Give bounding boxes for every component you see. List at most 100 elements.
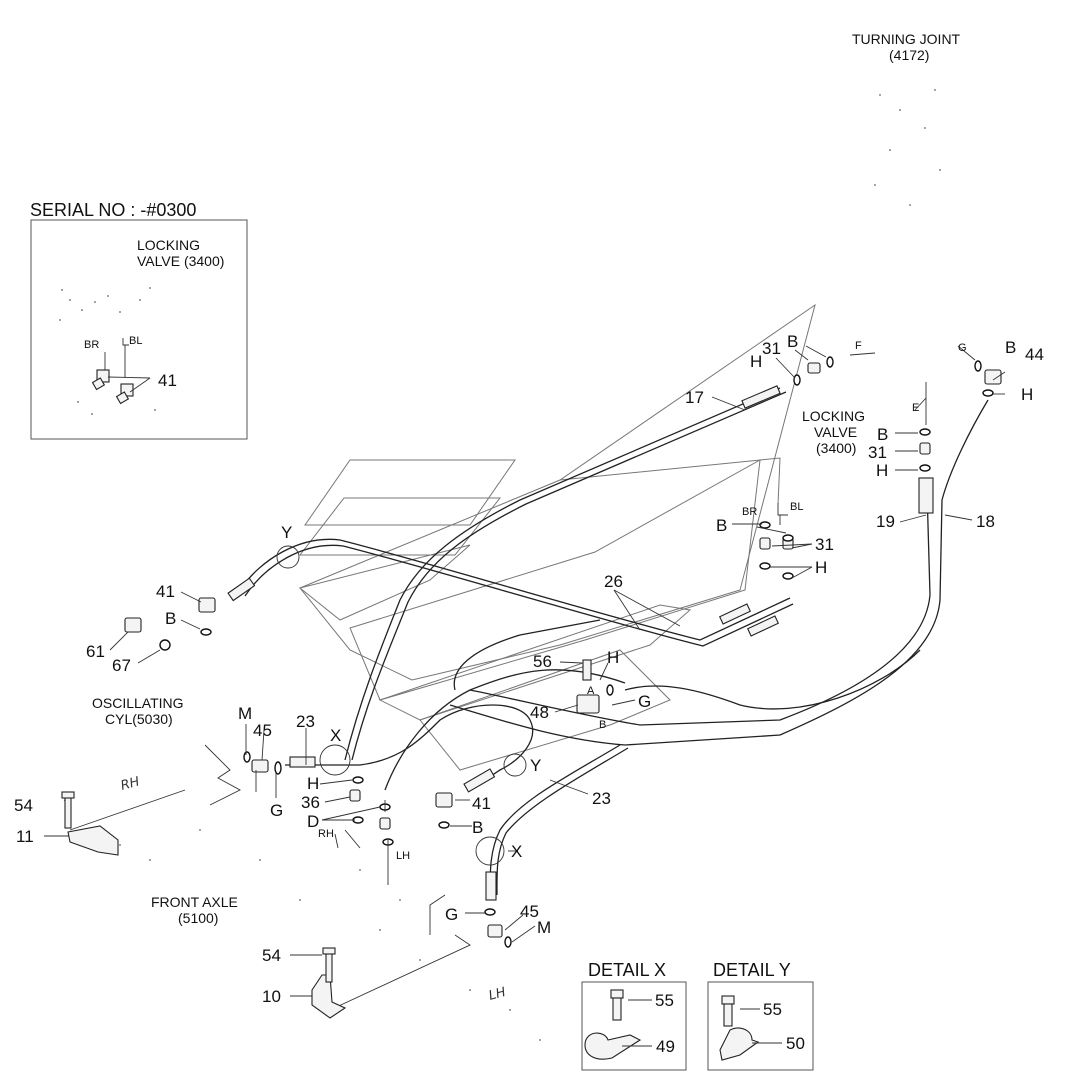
oscillating-cyl-label-2: CYL(5030) — [105, 711, 173, 727]
callout-b-44: B — [1005, 338, 1016, 357]
adapter-31-top — [807, 362, 821, 374]
callout-41-left: 41 — [156, 582, 175, 601]
hoses — [239, 387, 989, 896]
callout-31-mid: 31 — [815, 535, 834, 554]
port-rh: RH — [318, 828, 334, 840]
callout-26: 26 — [604, 572, 623, 591]
callout-18: 18 — [976, 512, 995, 531]
front-axle-label-2: (5100) — [178, 910, 218, 926]
inset-valve-label-2: VALVE (3400) — [137, 253, 224, 269]
callout-h-left: H — [307, 774, 319, 793]
turning-joint-code: (4172) — [889, 47, 929, 63]
detail-x-bolt-shank — [612, 997, 622, 1021]
hose-23-front — [285, 704, 534, 791]
leader-lines — [44, 345, 1006, 997]
detail-x-leaders — [622, 999, 652, 1047]
callout-67: 67 — [112, 656, 131, 675]
fittings — [124, 362, 1002, 938]
adapter-31-right — [919, 442, 931, 455]
callout-m-left: M — [238, 704, 252, 723]
port-g: G — [958, 342, 967, 354]
inset-valve-sketch — [59, 287, 156, 415]
chassis-frame-outline — [298, 303, 816, 771]
inset-port-leaders — [104, 338, 129, 378]
detail-y-callout-55: 55 — [763, 1000, 782, 1019]
port-b: B — [599, 719, 606, 731]
callout-61: 61 — [86, 642, 105, 661]
inset-elbow-fitting-br — [91, 369, 110, 391]
detail-markers — [276, 545, 527, 866]
callout-45-left: 45 — [253, 721, 272, 740]
callout-10: 10 — [262, 987, 281, 1006]
callout-23-left: 23 — [296, 712, 315, 731]
callout-11: 11 — [16, 827, 34, 846]
elbow-44 — [984, 369, 1002, 385]
callout-h-48: H — [607, 648, 619, 667]
locking-valve-code: (3400) — [816, 440, 856, 456]
adapter-31-br — [759, 537, 771, 550]
inset-callout-41: 41 — [158, 371, 177, 390]
callout-54-left: 54 — [14, 796, 33, 815]
hose-26-upper — [239, 538, 791, 641]
inset-panel: SERIAL NO : -#0300 LOCKING VALVE (3400) … — [30, 200, 248, 440]
bracket-10 — [311, 947, 347, 1019]
inset-bl-label: BL — [129, 335, 142, 347]
axle-speckle — [119, 829, 541, 1041]
callout-h-right: H — [876, 461, 888, 480]
detail-y-clamp — [719, 1027, 760, 1061]
hose-sleeves — [227, 385, 934, 901]
callout-31-right: 31 — [868, 443, 887, 462]
front-axle-label-1: FRONT AXLE — [151, 894, 238, 910]
callout-b-top: B — [787, 332, 798, 351]
elbow-41-left — [198, 597, 216, 613]
port-bl: BL — [790, 501, 803, 513]
callout-31-top: 31 — [762, 339, 781, 358]
callout-b-right: B — [877, 425, 888, 444]
callout-b-left: B — [165, 609, 176, 628]
callout-g-bottom: G — [445, 905, 458, 924]
turning-joint-ghost — [874, 89, 941, 206]
callout-labels: LOCKING VALVE (3400) OSCILLATING CYL(503… — [14, 332, 1044, 1006]
callout-54-bottom: 54 — [262, 946, 281, 965]
block-48 — [576, 694, 600, 714]
hose-17 — [344, 387, 781, 761]
callout-h-top: H — [750, 352, 762, 371]
detail-y-frame — [707, 981, 814, 1071]
inset-valve-label-1: LOCKING — [137, 237, 200, 253]
hose-loop — [453, 619, 601, 691]
callout-b-center: B — [472, 818, 483, 837]
hose-26-lower — [244, 544, 794, 647]
detail-y: DETAIL Y 55 50 — [707, 960, 814, 1071]
port-a: A — [587, 685, 595, 697]
detail-x-callout-49: 49 — [656, 1037, 675, 1056]
adapter-36-a — [349, 789, 361, 802]
callout-h-mid: H — [815, 558, 827, 577]
callout-h-44: H — [1021, 385, 1033, 404]
detail-y-bolt-head — [721, 995, 735, 1005]
axle-rh-mark: RH — [119, 774, 141, 793]
axle-ghost — [69, 744, 541, 1041]
callout-45-bottom: 45 — [520, 902, 539, 921]
axle-lh-mark: LH — [487, 985, 508, 1004]
callout-23-right: 23 — [592, 789, 611, 808]
bolt-61 — [124, 617, 142, 633]
hose-link-48 — [384, 669, 626, 791]
detail-x: DETAIL X 55 49 — [581, 960, 687, 1071]
locking-valve-label-1: LOCKING — [802, 408, 865, 424]
callout-x-left: X — [330, 726, 341, 745]
detail-x-clamp — [584, 1032, 642, 1060]
callout-b-mid: B — [716, 516, 727, 535]
bracket-11 — [61, 791, 119, 856]
port-br: BR — [742, 506, 757, 518]
callout-36: 36 — [301, 793, 320, 812]
callout-x-bottom: X — [511, 842, 522, 861]
detail-y-callout-50: 50 — [786, 1034, 805, 1053]
callout-17: 17 — [685, 388, 704, 407]
callout-g-left: G — [270, 801, 283, 820]
callout-y-center: Y — [530, 756, 541, 775]
bolt-56 — [582, 659, 592, 681]
callout-d: D — [307, 812, 319, 831]
hose-17-b — [351, 391, 787, 761]
